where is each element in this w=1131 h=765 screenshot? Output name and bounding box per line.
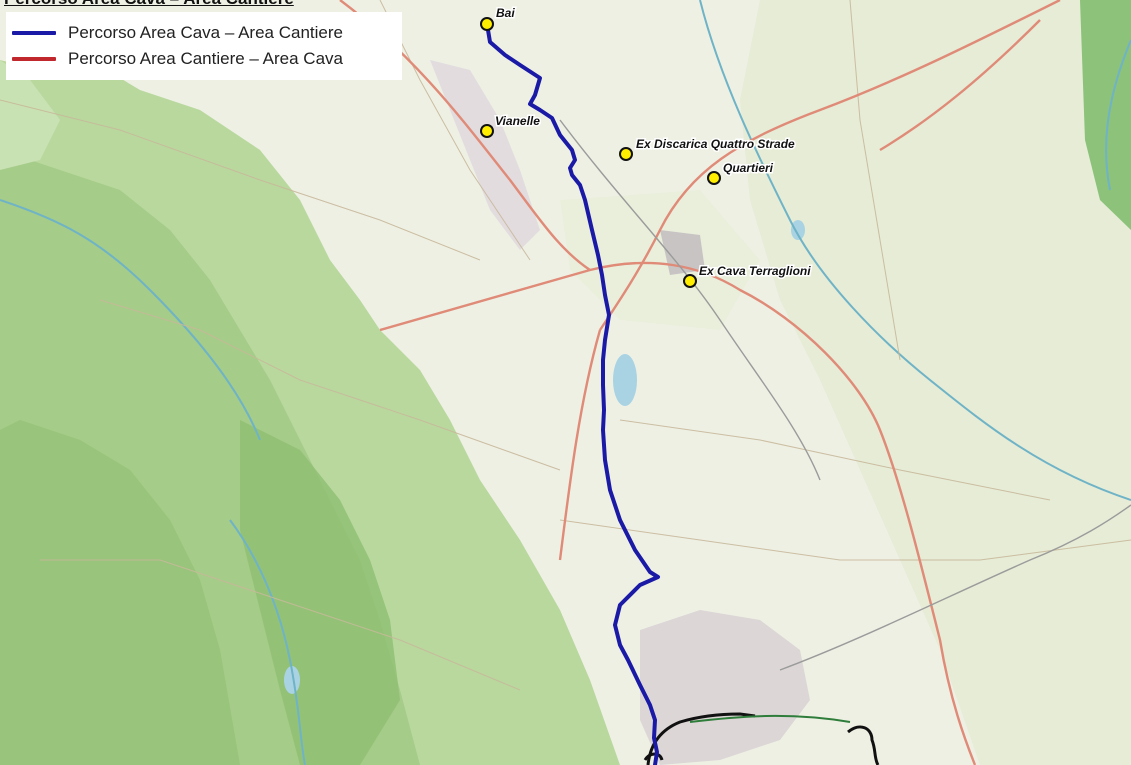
poi-marker-icon bbox=[683, 274, 697, 288]
legend-label: Percorso Area Cava – Area Cantiere bbox=[68, 23, 343, 42]
minor-roads bbox=[0, 0, 1131, 691]
legend-swatch-red bbox=[12, 57, 56, 61]
legend-swatch-blue bbox=[12, 31, 56, 35]
legend-item-cantiere-cava: Percorso Area Cantiere – Area Cava bbox=[12, 46, 392, 72]
poi-marker-icon bbox=[707, 171, 721, 185]
legend-item-cava-cantiere: Percorso Area Cava – Area Cantiere bbox=[12, 20, 392, 46]
farmland bbox=[560, 0, 1131, 765]
route-cava-cantiere bbox=[486, 28, 660, 765]
map-legend: Percorso Area Cava – Area Cantiere Perco… bbox=[6, 12, 402, 80]
poi-label: Ex Cava Terraglioni bbox=[699, 264, 811, 278]
poi-bai[interactable]: Bai bbox=[480, 5, 517, 31]
clipped-heading-text: Percorso Area Cava – Area Cantiere bbox=[4, 0, 294, 9]
poi-label: Quartieri bbox=[723, 161, 774, 175]
green-link-line bbox=[689, 714, 851, 723]
poi-vianelle[interactable]: Vianelle bbox=[480, 113, 542, 138]
poi-label: Ex Discarica Quattro Strade bbox=[636, 137, 795, 151]
poi-ex-cava-terraglioni[interactable]: Ex Cava Terraglioni bbox=[683, 263, 813, 288]
poi-label: Vianelle bbox=[495, 114, 540, 128]
poi-marker-icon bbox=[480, 17, 494, 31]
project-area-outline bbox=[643, 712, 880, 765]
clipped-heading: Percorso Area Cava – Area Cantiere bbox=[0, 0, 500, 10]
legend-label: Percorso Area Cantiere – Area Cava bbox=[68, 49, 343, 68]
poi-label: Bai bbox=[496, 6, 515, 20]
poi-marker-icon bbox=[480, 124, 494, 138]
water-bodies bbox=[284, 220, 805, 694]
railway bbox=[559, 119, 1131, 671]
poi-marker-icon bbox=[619, 147, 633, 161]
poi-ex-discarica-quattro-strade[interactable]: Ex Discarica Quattro Strade bbox=[619, 136, 797, 161]
urban-area bbox=[430, 60, 810, 765]
poi-quartieri[interactable]: Quartieri bbox=[707, 160, 775, 185]
